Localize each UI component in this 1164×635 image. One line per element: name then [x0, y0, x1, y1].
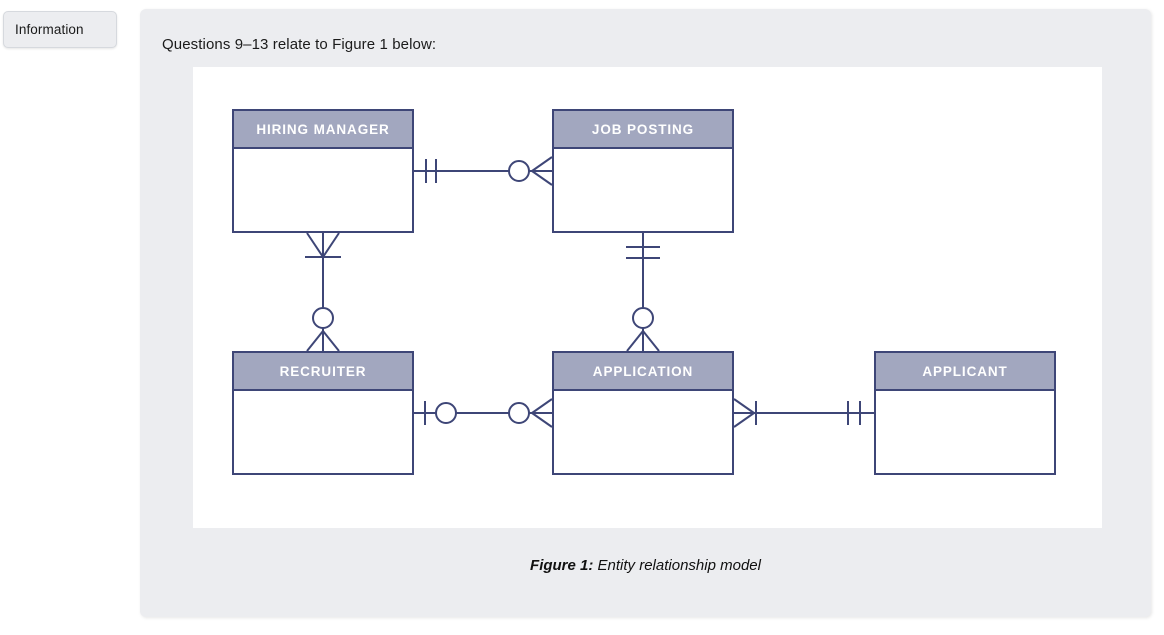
entity-title-job-posting: JOB POSTING [591, 121, 695, 137]
figure-caption-text: Entity relationship model [593, 557, 761, 574]
entity-header-application: APPLICATION [554, 353, 732, 391]
entity-applicant[interactable]: APPLICANT [874, 351, 1056, 475]
entity-title-application: APPLICATION [592, 363, 694, 379]
figure-caption-label: Figure 1: [530, 557, 594, 574]
entity-application[interactable]: APPLICATION [552, 351, 734, 475]
entity-job-posting[interactable]: JOB POSTING [552, 109, 734, 233]
entity-title-hiring-manager: HIRING MANAGER [256, 121, 390, 137]
relationship-hiring-manager-job-posting [414, 156, 553, 186]
relationship-job-posting-application [626, 233, 660, 352]
entity-title-recruiter: RECRUITER [279, 363, 367, 379]
entity-recruiter[interactable]: RECRUITER [232, 351, 414, 475]
tab-information-label: Information [15, 22, 84, 37]
entity-header-hiring-manager: HIRING MANAGER [234, 111, 412, 149]
question-panel: Questions 9–13 relate to Figure 1 below: [140, 9, 1151, 617]
entity-hiring-manager[interactable]: HIRING MANAGER [232, 109, 414, 233]
figure-caption: Figure 1: Entity relationship model [140, 557, 1151, 574]
entity-title-applicant: APPLICANT [922, 363, 1008, 379]
entity-header-job-posting: JOB POSTING [554, 111, 732, 149]
entity-header-applicant: APPLICANT [876, 353, 1054, 391]
relationship-hiring-manager-recruiter [305, 232, 341, 352]
entity-header-recruiter: RECRUITER [234, 353, 412, 391]
question-intro-text: Questions 9–13 relate to Figure 1 below: [162, 36, 437, 53]
relationship-recruiter-application [414, 398, 553, 428]
figure-canvas: HIRING MANAGER JOB POSTING RECRUITER APP… [193, 67, 1102, 528]
relationship-application-applicant [733, 398, 874, 428]
tab-information[interactable]: Information [3, 11, 117, 48]
